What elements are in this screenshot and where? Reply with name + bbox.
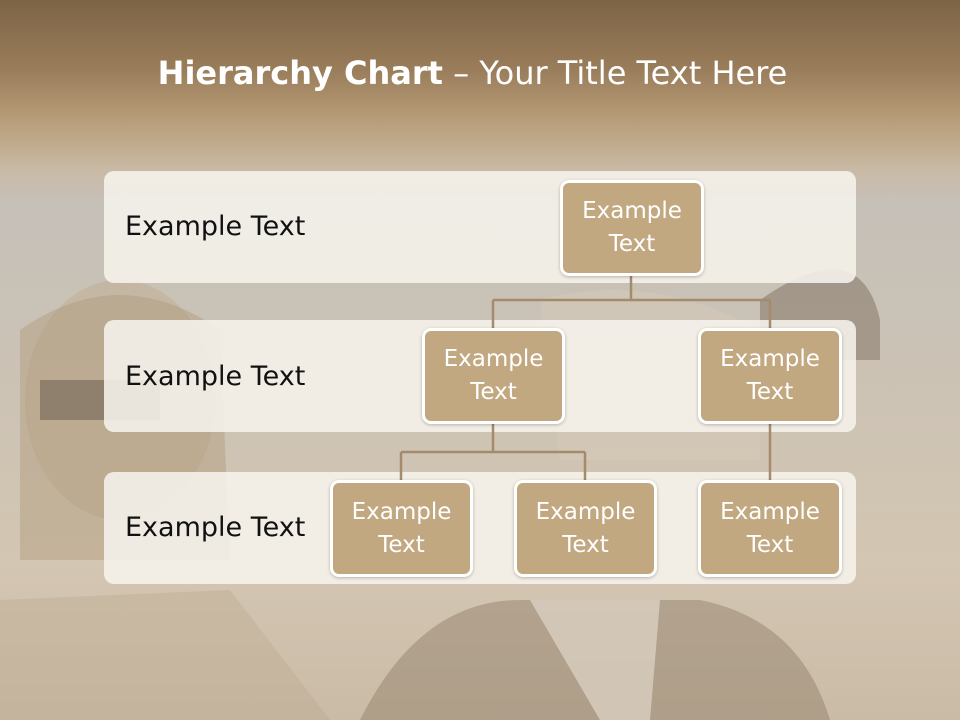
node-level2-left-label: Example Text <box>443 346 544 405</box>
node-level2-right[interactable]: Example Text <box>698 328 842 424</box>
node-level3-a-label: Example Text <box>351 498 452 558</box>
level-label-1: Example Text <box>125 211 306 242</box>
node-root[interactable]: Example Text <box>560 180 704 276</box>
level-band-1 <box>104 171 856 283</box>
page-title: Hierarchy Chart – Your Title Text Here <box>0 54 945 92</box>
level-label-3: Example Text <box>125 512 306 543</box>
node-level3-c-label: Example Text <box>720 498 820 558</box>
node-level3-b-label: Example Text <box>535 498 636 558</box>
title-rest: – Your Title Text Here <box>442 54 788 92</box>
node-level3-a[interactable]: Example Text <box>330 480 473 577</box>
node-level3-b[interactable]: Example Text <box>514 480 657 577</box>
node-root-label: Example Text <box>582 198 682 257</box>
level-label-2: Example Text <box>125 361 306 392</box>
node-level2-left[interactable]: Example Text <box>422 328 565 424</box>
background-header-gradient <box>0 0 960 200</box>
node-level3-c[interactable]: Example Text <box>698 480 842 577</box>
node-level2-right-label: Example Text <box>720 346 820 405</box>
title-bold: Hierarchy Chart <box>157 54 443 92</box>
